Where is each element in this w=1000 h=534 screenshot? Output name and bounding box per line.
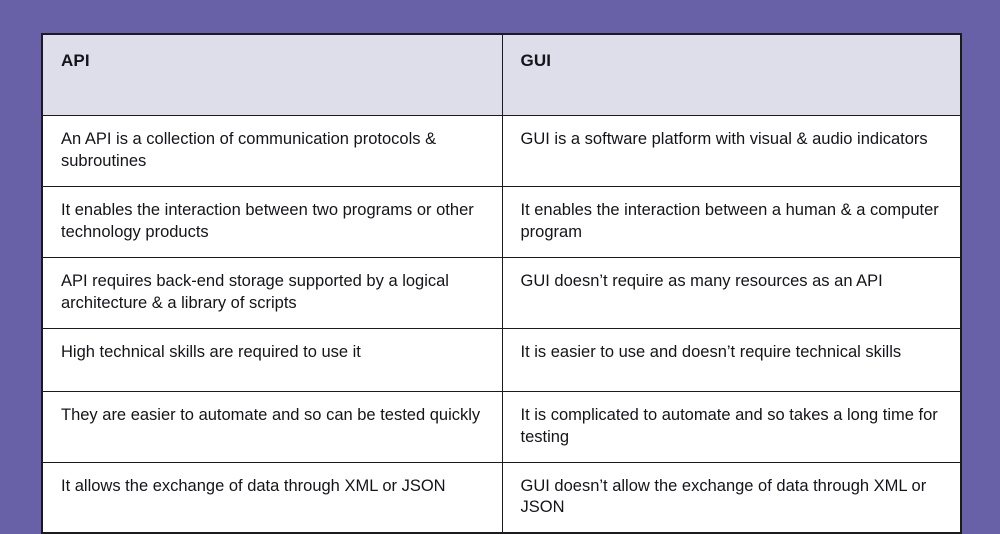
cell-text: High technical skills are required to us… (61, 342, 361, 361)
cell-gui: GUI doesn’t allow the exchange of data t… (501, 461, 962, 534)
column-header-api: API (41, 33, 503, 116)
table-row: They are easier to automate and so can b… (41, 390, 962, 463)
cell-api: It enables the interaction between two p… (41, 185, 503, 258)
cell-text: API requires back-end storage supported … (61, 271, 449, 312)
table-row: An API is a collection of communication … (41, 115, 962, 187)
table-row: It allows the exchange of data through X… (41, 461, 962, 534)
table-body: An API is a collection of communication … (41, 115, 962, 534)
table-header-row: API GUI (41, 33, 962, 116)
cell-text: It allows the exchange of data through X… (61, 476, 446, 495)
cell-text: GUI is a software platform with visual &… (520, 130, 928, 148)
table-row: High technical skills are required to us… (41, 327, 962, 392)
cell-text: It enables the interaction between two p… (61, 200, 474, 241)
cell-text: It is complicated to automate and so tak… (520, 405, 938, 446)
cell-text: GUI doesn’t allow the exchange of data t… (520, 476, 927, 517)
table-row: API requires back-end storage supported … (41, 256, 962, 329)
cell-gui: It is easier to use and doesn’t require … (501, 327, 962, 392)
cell-api: API requires back-end storage supported … (41, 256, 503, 329)
api-vs-gui-comparison-table: API GUI An API is a collection of commun… (41, 33, 962, 534)
cell-text: GUI doesn’t require as many resources as… (520, 271, 883, 290)
cell-gui: GUI is a software platform with visual &… (501, 115, 962, 187)
cell-api: They are easier to automate and so can b… (41, 390, 503, 463)
cell-gui: It enables the interaction between a hum… (501, 185, 962, 258)
cell-text: It enables the interaction between a hum… (520, 200, 939, 241)
cell-api: High technical skills are required to us… (41, 327, 503, 392)
comparison-table-container: API GUI An API is a collection of commun… (41, 33, 962, 534)
column-header-gui: GUI (501, 33, 962, 116)
cell-gui: It is complicated to automate and so tak… (501, 390, 962, 463)
table-header: API GUI (41, 33, 962, 116)
cell-text: They are easier to automate and so can b… (61, 405, 481, 424)
cell-gui: GUI doesn’t require as many resources as… (501, 256, 962, 329)
comparison-table-page: API GUI An API is a collection of commun… (41, 33, 962, 534)
cell-api: It allows the exchange of data through X… (41, 461, 503, 534)
cell-text: An API is a collection of communication … (61, 130, 437, 170)
table-row: It enables the interaction between two p… (41, 185, 962, 258)
cell-api: An API is a collection of communication … (41, 115, 503, 187)
cell-text: It is easier to use and doesn’t require … (520, 342, 902, 361)
